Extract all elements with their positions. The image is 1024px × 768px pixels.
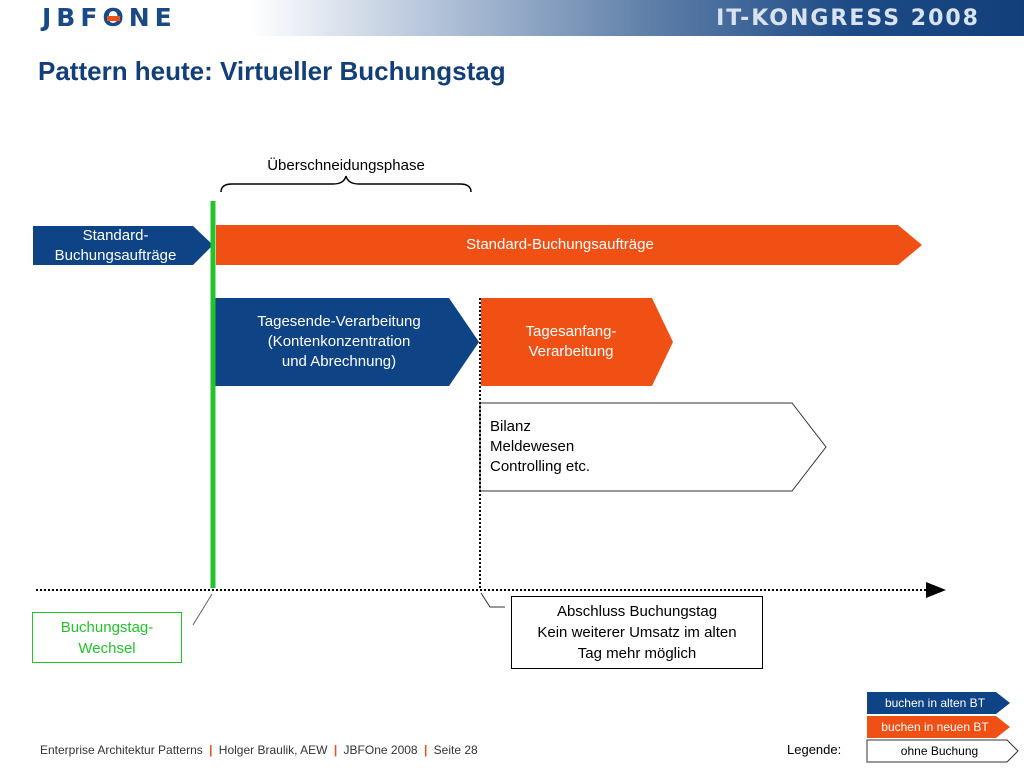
reports-arrow xyxy=(479,402,827,492)
legend-old-bt: buchen in alten BT xyxy=(884,696,986,710)
event-title: IT-KONGRESS 2008 xyxy=(716,6,980,31)
footer-separator: | xyxy=(209,743,213,757)
day-change-box: Buchungstag- Wechsel xyxy=(32,612,182,663)
start-of-day-label: Tagesanfang- Verarbeitung xyxy=(486,322,656,362)
legend-none-arrow xyxy=(866,739,1019,763)
reports-line3: Controlling etc. xyxy=(490,458,591,475)
jbfone-logo: JBFONE xyxy=(42,3,177,32)
footer: Enterprise Architektur Patterns | Holger… xyxy=(40,743,478,757)
start-of-day-line2: Verarbeitung xyxy=(528,343,614,360)
standard-old-arrow xyxy=(33,226,213,265)
overlap-brace xyxy=(220,175,472,193)
standard-old-label: Standard- Buchungsaufträge xyxy=(33,226,198,266)
footer-topic: Enterprise Architektur Patterns xyxy=(40,743,203,757)
day-change-line1: Buchungstag- xyxy=(60,619,154,636)
day-change-line2: Wechsel xyxy=(78,640,136,657)
footer-author: Holger Braulik, AEW xyxy=(218,743,328,757)
end-of-day-arrow xyxy=(214,298,479,386)
end-of-day-line1: Tagesende-Verarbeitung xyxy=(257,313,421,330)
legend-new-bt: buchen in neuen BT xyxy=(881,720,989,734)
legend-label: Legende: xyxy=(787,742,842,757)
reports-line2: Meldewesen xyxy=(490,438,575,455)
day-close-box: Abschluss Buchungstag Kein weiterer Umsa… xyxy=(511,596,763,669)
reports-line1: Bilanz xyxy=(490,418,531,435)
overlap-label: Überschneidungsphase xyxy=(267,157,425,174)
page-title: Pattern heute: Virtueller Buchungstag xyxy=(38,56,506,86)
footer-separator: | xyxy=(333,743,338,757)
day-close-line2: Kein weiterer Umsatz im alten xyxy=(537,624,737,641)
end-of-day-label: Tagesende-Verarbeitung (Kontenkonzentrat… xyxy=(214,312,464,372)
legend-old-bt-arrow xyxy=(867,692,1010,714)
standard-new-arrow xyxy=(216,225,922,265)
standard-old-line1: Standard- xyxy=(82,227,149,244)
footer-page-number: Seite 28 xyxy=(433,743,478,757)
reports-label: Bilanz Meldewesen Controlling etc. xyxy=(490,417,690,477)
start-of-day-line1: Tagesanfang- xyxy=(525,323,617,340)
day-close-line3: Tag mehr möglich xyxy=(577,645,697,662)
standard-new-label: Standard-Buchungsaufträge xyxy=(466,236,654,253)
day-close-line1: Abschluss Buchungstag xyxy=(556,603,718,620)
day-change-connector xyxy=(192,593,213,626)
footer-event: JBFOne 2008 xyxy=(343,743,418,757)
footer-separator: | xyxy=(423,743,428,757)
end-of-day-line2: (Kontenkonzentration xyxy=(267,333,411,350)
standard-old-line2: Buchungsaufträge xyxy=(54,247,177,264)
start-of-day-arrow xyxy=(481,298,673,386)
legend-new-bt-arrow xyxy=(867,716,1010,738)
legend-none: ohne Buchung xyxy=(900,744,979,758)
end-of-day-line3: und Abrechnung) xyxy=(281,353,397,370)
header-banner xyxy=(0,0,1024,36)
day-close-connector xyxy=(480,592,505,608)
